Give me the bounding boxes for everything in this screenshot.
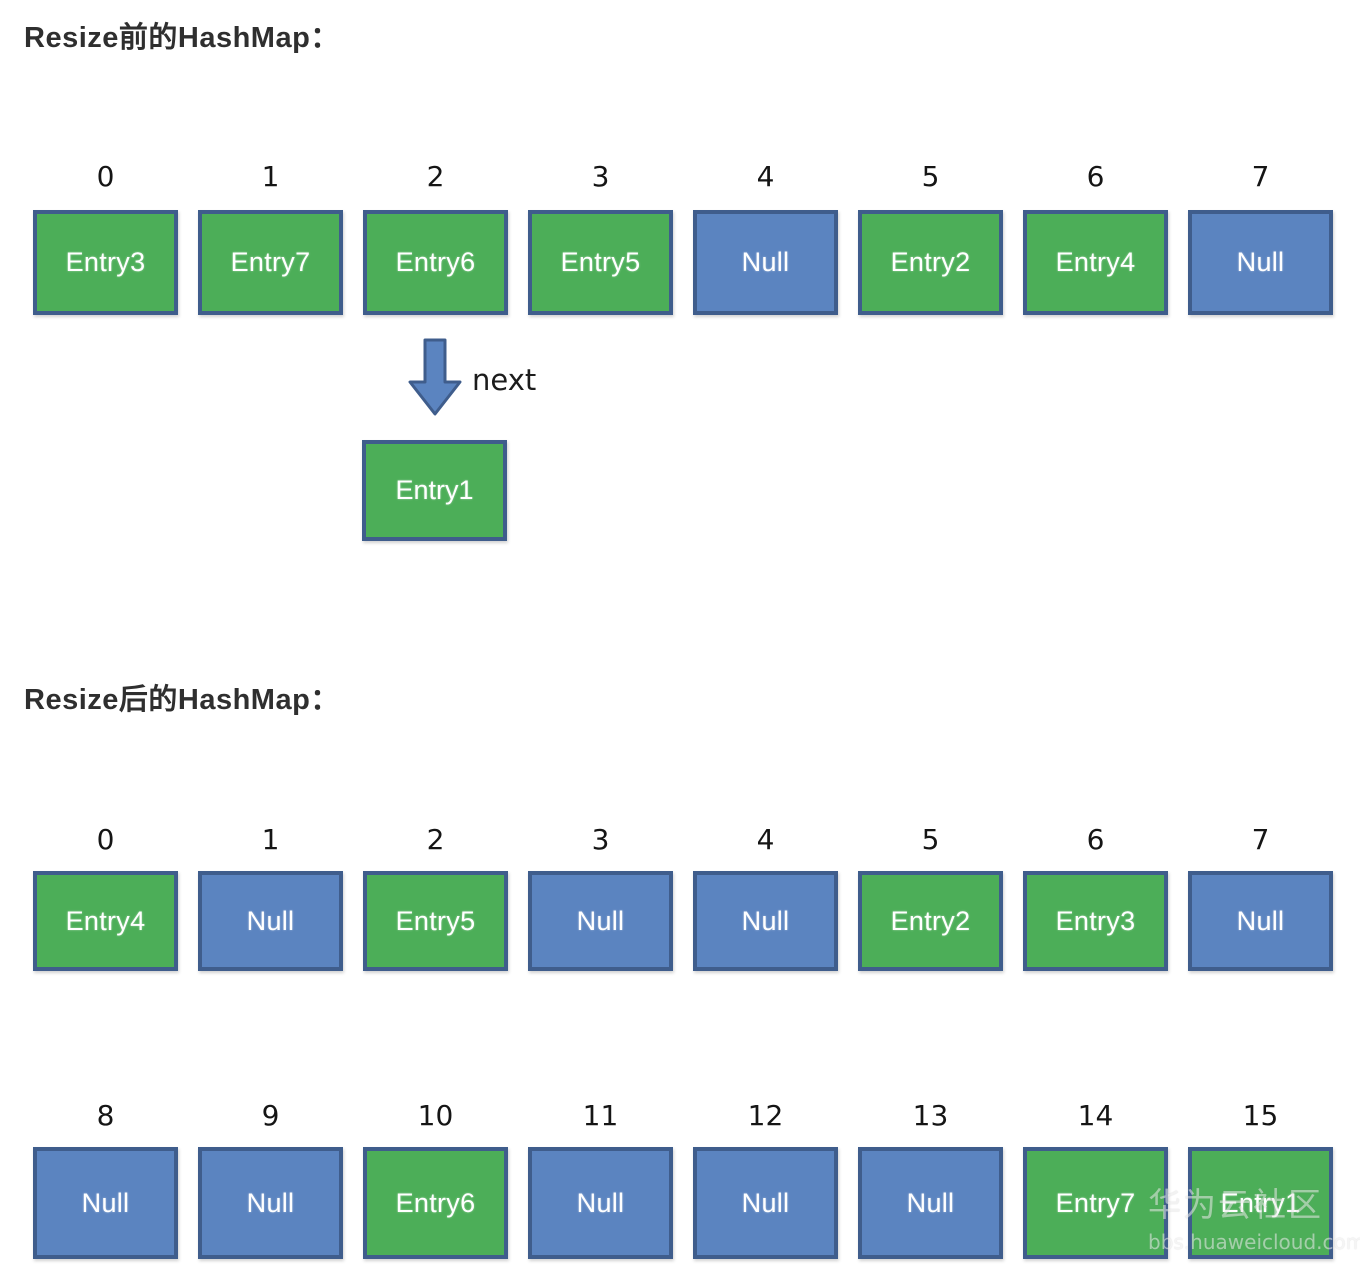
after-bucket-0: Entry4 (33, 871, 178, 971)
after-index-label-2: 2 (426, 823, 445, 856)
before-bucket-1: Entry7 (198, 210, 343, 315)
after-index-label-4: 4 (756, 823, 775, 856)
next-pointer-label: next (472, 363, 537, 397)
after-index-label-6: 6 (1086, 823, 1105, 856)
after-index-label-8: 8 (96, 1099, 115, 1132)
before-index-label-5: 5 (921, 160, 940, 193)
page-title-before-resize: Resize前的HashMap： (24, 22, 340, 54)
before-bucket-0: Entry3 (33, 210, 178, 315)
after-index-label-9: 9 (261, 1099, 280, 1132)
after-index-label-11: 11 (582, 1099, 619, 1132)
before-index-label-4: 4 (756, 160, 775, 193)
before-bucket-7: Null (1188, 210, 1333, 315)
after-index-label-5: 5 (921, 823, 940, 856)
after-bucket-15: Entry1 (1188, 1147, 1333, 1259)
before-bucket-5: Entry2 (858, 210, 1003, 315)
after-bucket-1: Null (198, 871, 343, 971)
before-index-label-6: 6 (1086, 160, 1105, 193)
chained-entry-node: Entry1 (362, 440, 507, 541)
before-index-label-1: 1 (261, 160, 280, 193)
after-bucket-12: Null (693, 1147, 838, 1259)
after-index-label-0: 0 (96, 823, 115, 856)
after-bucket-3: Null (528, 871, 673, 971)
after-bucket-2: Entry5 (363, 871, 508, 971)
after-index-label-10: 10 (417, 1099, 454, 1132)
after-bucket-7: Null (1188, 871, 1333, 971)
after-bucket-10: Entry6 (363, 1147, 508, 1259)
before-index-label-3: 3 (591, 160, 610, 193)
after-bucket-14: Entry7 (1023, 1147, 1168, 1259)
after-index-label-1: 1 (261, 823, 280, 856)
page-title-after-resize: Resize后的HashMap： (24, 684, 340, 716)
after-bucket-11: Null (528, 1147, 673, 1259)
before-bucket-3: Entry5 (528, 210, 673, 315)
after-bucket-8: Null (33, 1147, 178, 1259)
before-bucket-6: Entry4 (1023, 210, 1168, 315)
before-bucket-2: Entry6 (363, 210, 508, 315)
after-index-label-12: 12 (747, 1099, 784, 1132)
before-index-label-0: 0 (96, 160, 115, 193)
after-index-label-7: 7 (1251, 823, 1270, 856)
after-index-label-3: 3 (591, 823, 610, 856)
before-index-label-7: 7 (1251, 160, 1270, 193)
before-index-label-2: 2 (426, 160, 445, 193)
next-arrow-icon (408, 338, 462, 416)
after-bucket-4: Null (693, 871, 838, 971)
before-bucket-4: Null (693, 210, 838, 315)
after-index-label-15: 15 (1242, 1099, 1279, 1132)
after-bucket-5: Entry2 (858, 871, 1003, 971)
after-index-label-13: 13 (912, 1099, 949, 1132)
after-index-label-14: 14 (1077, 1099, 1114, 1132)
after-bucket-6: Entry3 (1023, 871, 1168, 971)
after-bucket-13: Null (858, 1147, 1003, 1259)
after-bucket-9: Null (198, 1147, 343, 1259)
